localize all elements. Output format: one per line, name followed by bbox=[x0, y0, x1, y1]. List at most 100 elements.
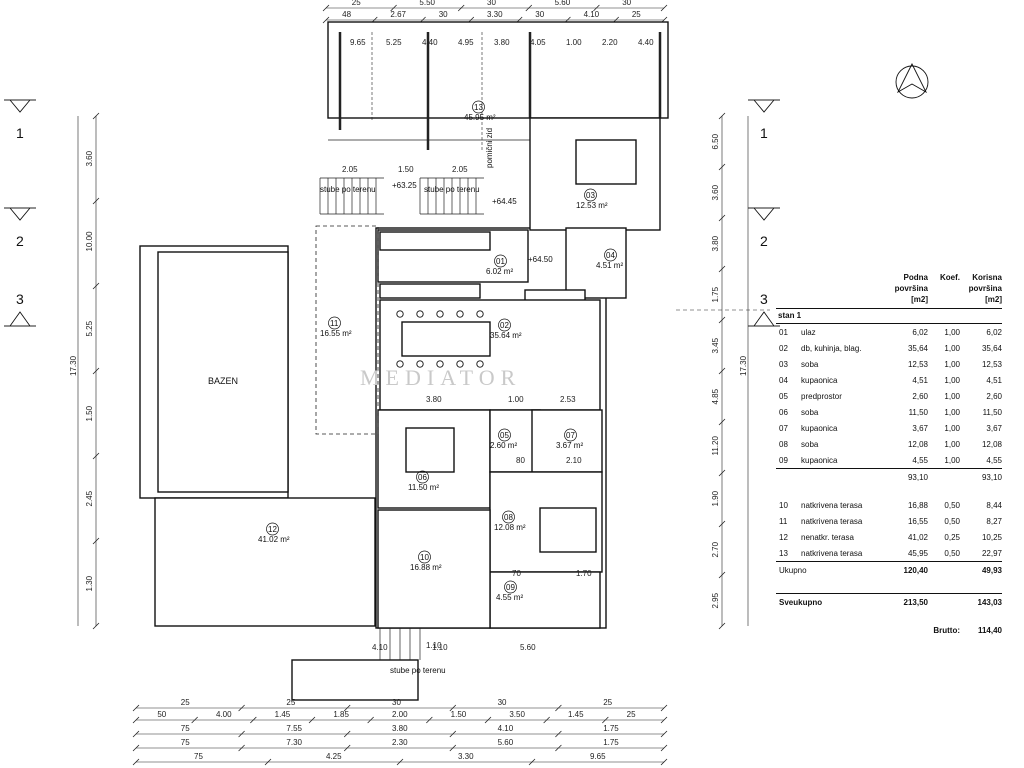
dimension-value: 1.75 bbox=[603, 724, 619, 733]
room-number: 02 bbox=[500, 321, 509, 330]
dimension-value-inner: 1.50 bbox=[398, 165, 414, 174]
table-brutto: Brutto: 114,40 bbox=[933, 625, 1002, 635]
room-area: 3.67 m² bbox=[556, 441, 583, 450]
dim-tick bbox=[92, 367, 100, 375]
dim-tick bbox=[660, 716, 668, 724]
dim-tick bbox=[132, 744, 140, 752]
dimension-value: 25 bbox=[603, 698, 612, 707]
dimension-value: 25 bbox=[352, 0, 361, 7]
dim-tick bbox=[92, 112, 100, 120]
dim-tick bbox=[426, 716, 433, 724]
section-number-2: 2 bbox=[760, 233, 768, 249]
dimension-value: 3.80 bbox=[711, 235, 720, 251]
pool-label: BAZEN bbox=[208, 376, 238, 386]
section-marker-icon bbox=[753, 99, 775, 113]
dimension-value: 3.45 bbox=[711, 337, 720, 353]
room-number-circle bbox=[418, 550, 431, 564]
dimension-value: 5.25 bbox=[85, 320, 94, 336]
chair bbox=[476, 360, 484, 368]
chair bbox=[476, 310, 484, 318]
terrace-11 bbox=[315, 225, 379, 435]
dimension-value: 30 bbox=[439, 10, 448, 19]
dimension-value: 1.75 bbox=[711, 286, 720, 302]
dim-tick bbox=[343, 704, 351, 712]
dimension-total-left: 17.30 bbox=[69, 355, 78, 376]
dimension-value: 1.45 bbox=[275, 710, 291, 719]
dimension-value: 2.70 bbox=[711, 541, 720, 557]
section-marker-icon bbox=[9, 207, 31, 221]
dim-tick bbox=[660, 758, 668, 766]
stairs-label: stube po terenu bbox=[424, 185, 480, 194]
dim-tick bbox=[718, 316, 726, 324]
dimension-value: 4.95 bbox=[458, 38, 474, 47]
table-ukupno: Ukupno 120,40 49,93 bbox=[779, 565, 1002, 575]
col-floor-area: Podna površina [m2] bbox=[894, 273, 928, 304]
room-number-circle bbox=[328, 316, 341, 330]
dimension-value: 7.30 bbox=[286, 738, 302, 747]
dim-tick bbox=[367, 716, 374, 724]
section-number-1: 1 bbox=[760, 125, 768, 141]
chair bbox=[456, 310, 464, 318]
bed-room-06 bbox=[405, 427, 455, 473]
section-marker-icon bbox=[753, 207, 775, 221]
dim-tick bbox=[660, 704, 668, 712]
dimension-value: 4.10 bbox=[584, 10, 600, 19]
room-area: 4.51 m² bbox=[596, 261, 623, 270]
dimension-value: 2.45 bbox=[85, 490, 94, 506]
dimension-value-inner: 70 bbox=[512, 569, 521, 578]
section-number-3: 3 bbox=[16, 291, 24, 307]
dimension-value: 1.85 bbox=[333, 710, 349, 719]
room-area: 11.50 m² bbox=[408, 483, 439, 492]
dim-tick bbox=[555, 704, 562, 712]
dimension-value: 1.75 bbox=[603, 738, 619, 747]
dimension-value: 5.50 bbox=[419, 0, 435, 7]
dim-tick bbox=[92, 537, 100, 545]
dim-tick bbox=[92, 452, 100, 460]
watermark: MEDIATOR bbox=[360, 365, 521, 390]
dim-tick bbox=[343, 730, 351, 738]
dimension-value: 1.30 bbox=[85, 575, 94, 591]
dim-tick bbox=[602, 716, 609, 724]
dimension-value: 1.45 bbox=[568, 710, 584, 719]
dim-tick bbox=[132, 758, 140, 766]
dimension-value: 3.60 bbox=[85, 150, 94, 166]
dim-tick bbox=[238, 744, 245, 752]
room-number: 07 bbox=[566, 431, 575, 440]
room-number-circle bbox=[502, 510, 515, 524]
room-number-circle bbox=[604, 248, 617, 262]
room-area: 16.55 m² bbox=[320, 329, 352, 338]
dimension-value: 4.40 bbox=[638, 38, 654, 47]
dim-tick bbox=[555, 730, 562, 738]
room-04 bbox=[565, 227, 627, 299]
chair bbox=[456, 360, 464, 368]
dim-tick bbox=[718, 163, 726, 171]
dimension-value-inner: 80 bbox=[516, 456, 525, 465]
dimension-value: 1.00 bbox=[566, 38, 582, 47]
room-number-circle bbox=[472, 100, 485, 114]
dimension-value-inner: 2.05 bbox=[452, 165, 468, 174]
dim-tick bbox=[308, 716, 316, 724]
dimension-value: 25 bbox=[632, 10, 641, 19]
chair bbox=[396, 310, 404, 318]
kitchen-island bbox=[379, 283, 481, 299]
room-number-circle bbox=[498, 428, 511, 442]
dimension-value: 2.30 bbox=[392, 738, 408, 747]
dim-tick bbox=[718, 112, 726, 120]
section-marker-icon bbox=[9, 311, 31, 327]
dimension-value: 2.95 bbox=[711, 592, 720, 608]
dim-tick bbox=[92, 282, 100, 290]
room-number: 12 bbox=[268, 525, 277, 534]
dim-tick bbox=[449, 704, 457, 712]
dimension-value: 4.00 bbox=[216, 710, 232, 719]
room-number: 04 bbox=[606, 251, 615, 260]
dim-tick bbox=[132, 716, 140, 724]
dim-tick bbox=[718, 571, 726, 579]
bed-room-08 bbox=[539, 507, 597, 553]
